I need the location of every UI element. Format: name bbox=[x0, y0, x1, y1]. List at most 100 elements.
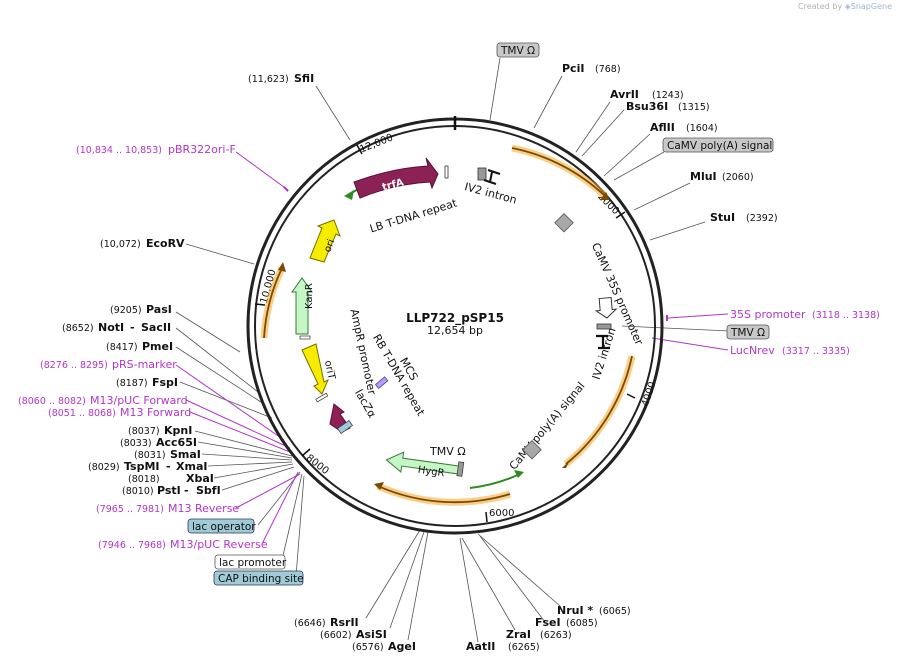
tmv-bottom-label: TMV Ω bbox=[429, 445, 466, 458]
site-xbai-pos: (8018) bbox=[128, 474, 160, 485]
site-leaders bbox=[175, 57, 731, 643]
primer-m13-rev-pos: (7965 .. 7981) bbox=[96, 504, 164, 515]
site-pasi-pos: (9205) bbox=[110, 305, 142, 316]
site-asisi-name[interactable]: AsiSI bbox=[356, 628, 387, 641]
ampr-promoter-mark bbox=[299, 335, 311, 340]
site-tspmi-name[interactable]: TspMI bbox=[124, 460, 160, 473]
primer-35s-promoter-name[interactable]: 35S promoter bbox=[730, 308, 806, 321]
primer-pbr322-mark bbox=[283, 186, 289, 192]
primer-m13-rev-name[interactable]: M13 Reverse bbox=[168, 502, 239, 515]
feature-box-lac-operator-label: lac operator bbox=[192, 521, 256, 533]
tick-marks bbox=[254, 144, 636, 523]
ori-label: ori bbox=[322, 238, 337, 254]
site-agei-pos: (6576) bbox=[352, 642, 384, 653]
primer-m13-fwd-pos: (8051 .. 8068) bbox=[48, 408, 116, 419]
primer-prs-marker-name[interactable]: pRS-marker bbox=[112, 358, 177, 371]
primer-m13puc-fwd-name[interactable]: M13/pUC Forward bbox=[90, 394, 188, 407]
site-zrai-name[interactable]: ZraI bbox=[506, 628, 531, 641]
site-psti-name[interactable]: PstI bbox=[157, 484, 181, 497]
site-agei-name[interactable]: AgeI bbox=[388, 640, 416, 653]
feature-box-tmv-top[interactable]: TMV Ω bbox=[496, 42, 540, 58]
site-ecorv-name[interactable]: EcoRV bbox=[146, 237, 185, 250]
site-tspmi-pos: (8029) bbox=[88, 462, 120, 473]
site-kpni-name[interactable]: KpnI bbox=[164, 424, 192, 437]
site-stui-pos: (2392) bbox=[746, 213, 778, 224]
ampr-promoter-label: AmpR promoter bbox=[348, 308, 379, 397]
site-asisi-pos: (6602) bbox=[320, 630, 352, 641]
lac-operator-mark bbox=[337, 420, 353, 434]
site-aflii-name[interactable]: AflII bbox=[650, 121, 675, 134]
primer-m13puc-rev-name[interactable]: M13/pUC Reverse bbox=[170, 538, 268, 551]
site-sfii-name[interactable]: SfiI bbox=[294, 72, 314, 85]
iv2-right-label: IV2 intron bbox=[590, 326, 619, 381]
site-pmei-pos: (8417) bbox=[106, 342, 138, 353]
site-mlui-name[interactable]: MluI bbox=[690, 170, 717, 183]
primer-lucnrev-pos: (3317 .. 3335) bbox=[782, 346, 850, 357]
site-bsu36i-name[interactable]: Bsu36I bbox=[626, 100, 668, 113]
site-xbai-name[interactable]: XbaI bbox=[186, 472, 214, 485]
lb-repeat-mark bbox=[444, 165, 449, 179]
site-psti-dash: - bbox=[184, 484, 189, 497]
site-pmei-name[interactable]: PmeI bbox=[142, 340, 173, 353]
mcs-mark bbox=[374, 376, 389, 389]
site-xmai-name[interactable]: XmaI bbox=[176, 460, 207, 473]
camv-polya-inner-box bbox=[522, 439, 542, 460]
feature-box-lac-promoter[interactable]: lac promoter bbox=[214, 554, 287, 570]
primer-35s-promoter-pos: (3118 .. 3138) bbox=[812, 310, 880, 321]
green-arrow-bottom-head bbox=[514, 470, 524, 478]
site-acc65i-name[interactable]: Acc65I bbox=[156, 436, 197, 449]
feature-box-cap-binding-label: CAP binding site bbox=[218, 573, 304, 585]
primer-leaders bbox=[175, 151, 729, 545]
feature-box-camv-polya[interactable]: CaMV poly(A) signal bbox=[662, 137, 774, 153]
tick-label-6000: 6000 bbox=[489, 508, 514, 519]
site-noti-dash: - bbox=[130, 321, 135, 334]
site-noti-pos: (8652) bbox=[62, 323, 94, 334]
primer-pbr322ori-name[interactable]: pBR322ori-F bbox=[168, 143, 236, 156]
tick-label-4000: 4000 bbox=[640, 380, 658, 408]
site-sacii-name[interactable]: SacII bbox=[141, 321, 171, 334]
feature-box-lac-promoter-label: lac promoter bbox=[219, 557, 287, 569]
site-pcii-name[interactable]: PciI bbox=[562, 62, 584, 75]
feature-box-camv-polya-label: CaMV poly(A) signal bbox=[667, 140, 772, 152]
feature-box-tmv-top-label: TMV Ω bbox=[500, 45, 535, 57]
orange-features bbox=[260, 144, 636, 506]
site-tspmi-dash: - bbox=[166, 460, 171, 473]
site-fsei-name[interactable]: FseI bbox=[535, 616, 561, 629]
site-stui-name[interactable]: StuI bbox=[710, 211, 735, 224]
plasmid-name: LLP722_pSP15 bbox=[406, 311, 504, 326]
site-sbfi-name[interactable]: SbfI bbox=[196, 484, 221, 497]
primer-lucnrev-name[interactable]: LucNrev bbox=[730, 344, 775, 357]
credit-prefix: Created by bbox=[798, 2, 843, 11]
site-rsrii-name[interactable]: RsrII bbox=[330, 616, 359, 629]
site-nrui-name[interactable]: NruI * bbox=[557, 604, 593, 617]
site-avrii-name[interactable]: AvrII bbox=[610, 88, 639, 101]
lb-repeat-label: LB T-DNA repeat bbox=[368, 196, 459, 235]
iv2-top-glyph bbox=[483, 169, 501, 185]
site-fspi-name[interactable]: FspI bbox=[152, 376, 178, 389]
plasmid-length: 12,654 bp bbox=[427, 324, 483, 337]
feature-box-cap-binding[interactable]: CAP binding site bbox=[213, 570, 304, 586]
site-pasi-name[interactable]: PasI bbox=[146, 303, 172, 316]
primer-35s-mark bbox=[666, 315, 668, 321]
site-acc65i-pos: (8033) bbox=[120, 438, 152, 449]
site-ecorv-pos: (10,072) bbox=[100, 239, 141, 250]
primer-prs-marker-pos: (8276 .. 8295) bbox=[40, 360, 108, 371]
snapgene-credit: Created by ◈SnapGene bbox=[798, 2, 892, 11]
feature-box-tmv-right[interactable]: TMV Ω bbox=[726, 324, 770, 340]
green-arrow-bottom bbox=[469, 473, 521, 489]
site-smai-name[interactable]: SmaI bbox=[170, 448, 201, 461]
site-kpni-pos: (8037) bbox=[128, 426, 160, 437]
primer-m13puc-rev-pos: (7946 .. 7968) bbox=[98, 540, 166, 551]
kanr-arrow bbox=[291, 277, 313, 335]
feature-box-lac-operator[interactable]: lac operator bbox=[187, 518, 256, 534]
hygr-label: HygR bbox=[417, 465, 445, 480]
iv2-top-label: IV2 intron bbox=[463, 180, 518, 206]
site-aatii-name[interactable]: AatII bbox=[466, 640, 495, 653]
site-noti-name[interactable]: NotI bbox=[98, 321, 124, 334]
site-nrui-pos: (6065) bbox=[599, 606, 631, 617]
orit-arrow bbox=[301, 343, 329, 395]
iv2-top-box bbox=[477, 167, 487, 181]
site-psti-pos: (8010) bbox=[122, 486, 154, 497]
primer-m13puc-fwd-pos: (8060 .. 8082) bbox=[18, 396, 86, 407]
primer-m13-fwd-name[interactable]: M13 Forward bbox=[120, 406, 191, 419]
